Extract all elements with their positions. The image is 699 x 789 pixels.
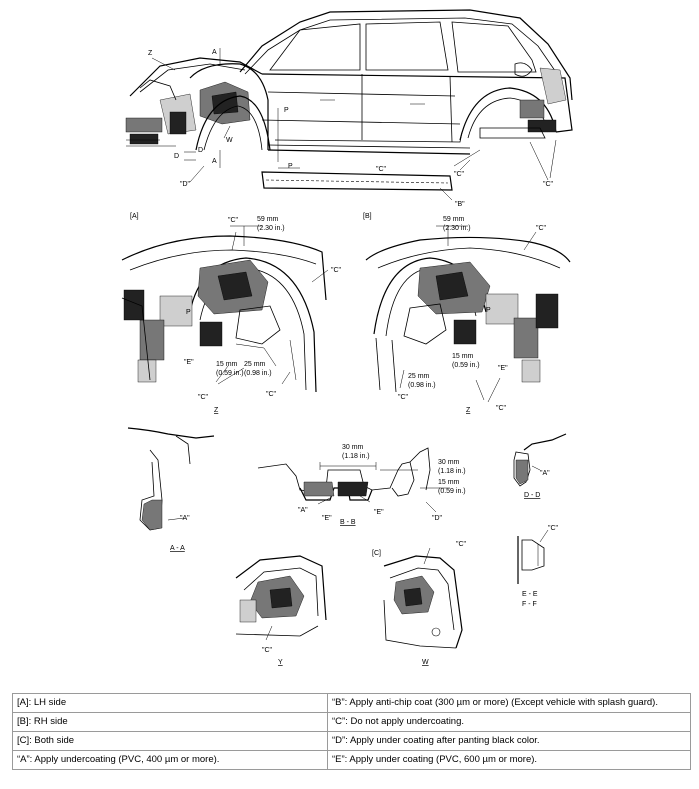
section-mark-d-top: D [174,153,179,160]
panel-a-note-c-top: "C" [228,217,239,224]
panel-a-view-z: Z [214,407,219,414]
undercoating-diagram: A A Z P P D D W "D" "C" "C" "C" "B" [121,9,573,666]
view-mark-w: W [226,137,233,144]
section-mark-p-top: P [284,107,289,114]
section-bb-dim-30mm-right: 30 mm [438,459,460,466]
legend-cell-note-b: “B”: Apply anti-chip coat (300 µm or mor… [327,693,691,713]
section-ff-caption: F - F [522,601,537,608]
section-dd-drawing [513,433,567,487]
view-y-labels: "C" Y [262,647,283,666]
panel-a-section-p: P [186,309,191,316]
section-ee-caption: E - E [522,591,538,598]
section-bb-note-e-right: "E" [374,509,384,516]
panel-a-labels: [A] "C" 59 mm (2.30 in.) "C" P 25 mm (0.… [130,213,342,414]
panel-b-dim-059in: (0.59 in.) [452,362,480,369]
section-bb-dim-059in: (0.59 in.) [438,488,466,495]
panel-a-dim-230in: (2.30 in.) [257,225,285,232]
view-w-tag: [C] [372,550,381,557]
main-view-labels: A A Z P P D D W "D" "C" "C" "C" "B" [148,49,554,208]
note-b-main: "B" [455,201,465,208]
panel-b-tag: [B] [363,213,372,220]
panel-a-dim-59mm: 59 mm [257,216,279,223]
note-d-main: "D" [180,181,191,188]
view-mark-z: Z [148,50,153,57]
view-w-note-c: "C" [456,541,467,548]
legend-cell-note-d: “D”: Apply under coating after panting b… [327,731,691,751]
section-aa-drawing [127,427,215,531]
panel-a-note-c-bottom-2: "C" [266,391,277,398]
section-mark-a-top: A [212,49,217,56]
panel-a-note-c-bottom-1: "C" [198,394,209,401]
panel-a-dim-25mm: 25 mm [244,361,266,368]
section-ee-note-c: "C" [548,525,559,532]
legend-cell-lh-side: [A]: LH side [12,693,328,713]
legend-cell-rh-side: [B]: RH side [12,712,328,732]
note-c-main-2: "C" [543,181,554,188]
section-aa-caption: A - A [170,545,185,552]
note-c-main-1: "C" [454,171,465,178]
view-w-caption: W [422,659,429,666]
panel-a-note-c-side: "C" [331,267,342,274]
legend-cell-both-side: [C]: Both side [12,731,328,751]
section-aa-note-a: "A" [180,515,190,522]
panel-b-labels: [B] 59 mm (2.30 in.) "C" P 15 mm (0.59 i… [363,213,547,414]
legend-row: [B]: RH side “C”: Do not apply undercoat… [12,712,691,732]
panel-a-note-e: "E" [184,359,194,366]
panel-b-dim-59mm: 59 mm [443,216,465,223]
section-bb-note-e-left: "E" [322,515,332,522]
panel-b-note-c-bottom-1: "C" [398,394,409,401]
legend-cell-note-a: “A”: Apply undercoating (PVC, 400 µm or … [12,750,328,770]
view-w-drawing [383,547,463,649]
panel-b-section-p: P [486,307,491,314]
section-dd-caption: D - D [524,492,540,499]
section-ee-drawing [517,529,549,584]
section-mark-d-right: D [198,147,203,154]
panel-a-lh-wheelhouse [121,225,329,393]
panel-b-dim-15mm: 15 mm [452,353,474,360]
panel-b-note-c-top: "C" [536,225,547,232]
legend-cell-note-e: “E”: Apply under coating (PVC, 600 µm or… [327,750,691,770]
legend-row: “A”: Apply undercoating (PVC, 400 µm or … [12,750,691,770]
panel-a-tag: [A] [130,213,139,220]
section-mark-a-bottom: A [212,158,217,165]
section-aa-labels: "A" A - A [170,515,190,552]
section-mark-p-bottom: P [288,163,293,170]
panel-b-rh-wheelhouse [365,225,571,403]
panel-a-dim-098in: (0.98 in.) [244,370,272,377]
panel-b-dim-098in: (0.98 in.) [408,382,436,389]
section-bb-drawing [257,447,450,513]
section-dd-labels: "A" D - D [524,470,550,499]
legend-row: [C]: Both side “D”: Apply under coating … [12,731,691,751]
panel-b-view-z: Z [466,407,471,414]
view-y-caption: Y [278,659,283,666]
panel-b-dim-230in: (2.30 in.) [443,225,471,232]
legend-table: [A]: LH side “B”: Apply anti-chip coat (… [12,693,691,770]
section-dd-note-a: "A" [540,470,550,477]
panel-a-dim-059in: (0.59 in.) [216,370,244,377]
section-bb-dim-118in-right: (1.18 in.) [438,468,466,475]
panel-b-note-c-bottom-2: "C" [496,405,507,412]
section-bb-note-a: "A" [298,507,308,514]
note-c-main-3: "C" [376,166,387,173]
section-ee-labels: "C" E - E F - F [522,525,559,608]
view-y-drawing [235,555,327,641]
legend-cell-note-c: “C”: Do not apply undercoating. [327,712,691,732]
section-bb-dim-30mm-top: 30 mm [342,444,364,451]
section-bb-dim-118in-top: (1.18 in.) [342,453,370,460]
vehicle-side-view [125,9,573,201]
panel-a-dim-15mm: 15 mm [216,361,238,368]
view-w-labels: [C] "C" W [372,541,467,666]
section-bb-note-d: "D" [432,515,443,522]
panel-b-note-e: "E" [498,365,508,372]
section-bb-labels: 30 mm (1.18 in.) 30 mm (1.18 in.) 15 mm … [298,444,466,526]
panel-b-dim-25mm: 25 mm [408,373,430,380]
section-bb-caption: B - B [340,519,356,526]
legend-row: [A]: LH side “B”: Apply anti-chip coat (… [12,693,691,713]
view-y-note-c: "C" [262,647,273,654]
section-bb-dim-15mm: 15 mm [438,479,460,486]
